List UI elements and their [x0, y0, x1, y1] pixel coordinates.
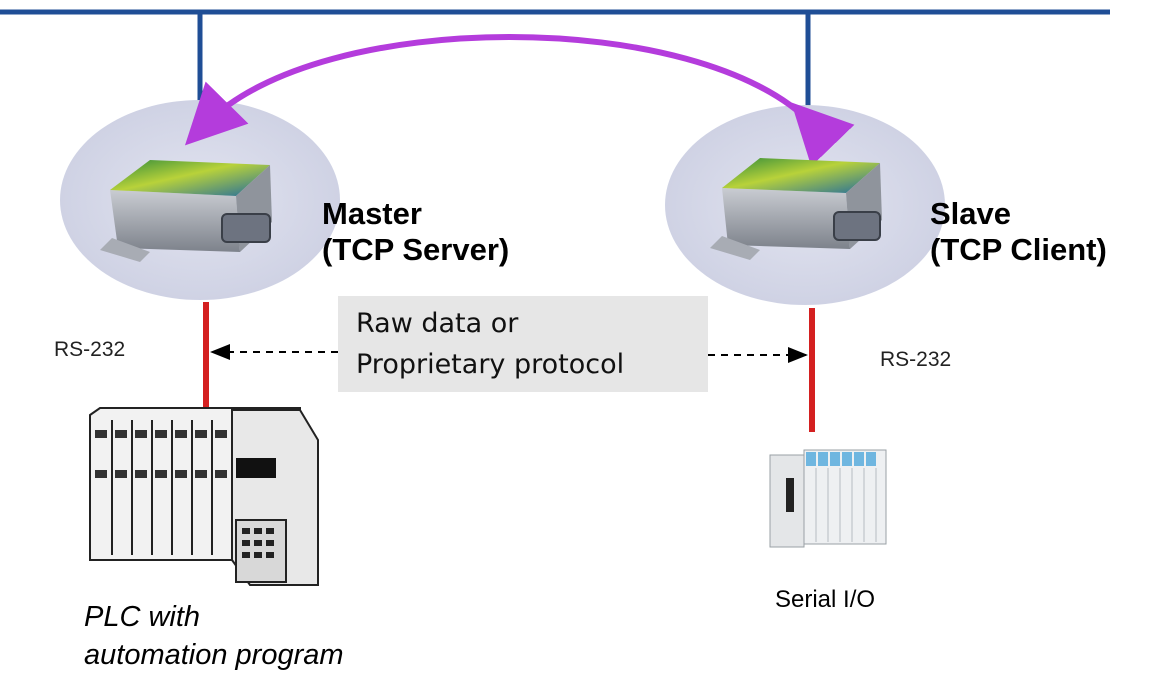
master-label-line-1: Master	[322, 196, 422, 231]
plc-label-line-2: automation program	[84, 639, 344, 671]
slave-device-server-icon	[710, 158, 882, 260]
serial-io-label: Serial I/O	[775, 586, 876, 613]
ethernet-backbone	[0, 9, 1110, 118]
connection-arc-arrow	[184, 34, 855, 167]
left-rs232-label: RS-232	[54, 338, 126, 361]
protocol-box	[338, 296, 708, 392]
master-label-line-2: (TCP Server)	[322, 232, 510, 267]
master-label: Master (TCP Server)	[322, 196, 509, 268]
plc-label-line-1: PLC with	[84, 601, 201, 633]
slave-label-line-2: (TCP Client)	[930, 232, 1107, 267]
protocol-line-2: Proprietary protocol	[356, 349, 625, 380]
protocol-label: Raw data or Proprietary protocol	[356, 303, 624, 385]
plc-label: PLC with automation program	[84, 598, 344, 674]
right-rs232-label: RS-232	[880, 348, 952, 371]
plc-icon	[89, 407, 319, 586]
master-device-server-icon	[100, 160, 272, 262]
slave-label-line-1: Slave	[930, 196, 1012, 231]
slave-label: Slave (TCP Client)	[930, 196, 1107, 268]
protocol-line-1: Raw data or	[356, 308, 519, 339]
serial-io-icon	[769, 449, 887, 548]
